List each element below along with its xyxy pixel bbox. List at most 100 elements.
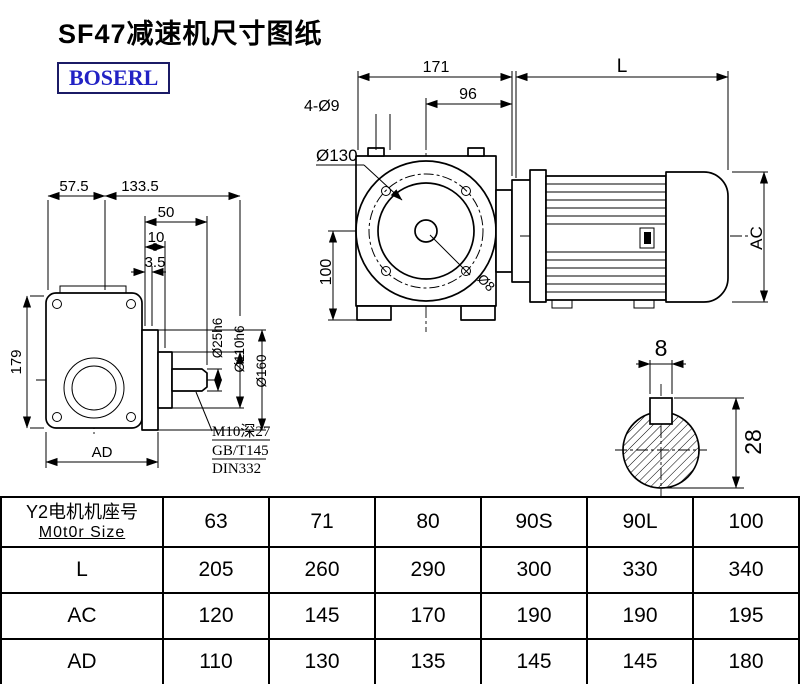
housing-top-step (59, 285, 127, 294)
dim-shaft-diameter: Ø25h6 (210, 318, 225, 359)
boserl-logo: BOSERL (57, 62, 171, 94)
table-cell: 205 (162, 546, 270, 594)
bolt-hole (381, 186, 391, 196)
motor-foot (633, 299, 655, 309)
extension-lines (47, 200, 241, 316)
dim-10: 10 (148, 229, 165, 246)
table-header-row: Y2电机机座号 M0t0r Size 63 71 80 90S 90L 100 (0, 496, 800, 548)
column-header-80: 80 (374, 496, 482, 548)
spigot-circle (377, 182, 475, 280)
shaft-section: 8 28 (615, 335, 766, 496)
flange-tab (467, 147, 485, 157)
mounting-foot (460, 305, 496, 321)
dim-100: 100 (318, 259, 335, 286)
adapter-bell (511, 179, 533, 283)
dim-key-height: 28 (740, 429, 766, 455)
table-cell: 300 (480, 546, 588, 594)
motor-size-label-en: M0t0r Size (38, 524, 126, 541)
leader-line (195, 391, 213, 432)
dim-57-5: 57.5 (59, 178, 88, 195)
table-cell: 195 (692, 592, 800, 640)
bolt-circle (368, 173, 484, 289)
housing-screw (52, 412, 62, 422)
table-cell: 145 (268, 592, 376, 640)
dim-flange-diameter: Ø160 (254, 354, 269, 387)
table-cell: 120 (162, 592, 270, 640)
thread-note: M10深27 (212, 423, 271, 440)
adapter-ring (495, 189, 513, 273)
housing-screw (126, 299, 136, 309)
dim-171: 171 (423, 59, 450, 76)
dim-hub-diameter: Ø110h6 (232, 325, 247, 372)
table-cell: 340 (692, 546, 800, 594)
nameplate-mark (644, 232, 651, 244)
dim-L: L (617, 56, 628, 77)
leader-line (429, 234, 471, 276)
table-row-L: L 205 260 290 300 330 340 (0, 546, 800, 594)
gearbox-housing (45, 292, 143, 429)
table-cell: 260 (268, 546, 376, 594)
motor-foot (551, 299, 573, 309)
dim-3-5: 3.5 (145, 254, 166, 271)
extension-lines (30, 295, 44, 429)
housing-screw (52, 299, 62, 309)
leader-line (363, 164, 403, 201)
table-cell: 170 (374, 592, 482, 640)
technical-drawing: 57.5 133.5 50 10 3.5 179 AD Ø25h6 (8, 56, 769, 496)
holes-note: 4-Ø9 (304, 98, 340, 115)
table-cell: 110 (162, 638, 270, 684)
row-label-AC: AC (0, 592, 164, 640)
front-view: 171 96 4-Ø9 Ø130 100 Ø8 (304, 59, 533, 332)
standard-gb: GB/T145 (212, 443, 269, 459)
shaft-hole (414, 219, 438, 243)
motor-flange-disc (529, 169, 547, 303)
column-header-90L: 90L (586, 496, 694, 548)
side-view: 57.5 133.5 50 10 3.5 179 AD Ø25h6 (8, 178, 271, 477)
output-hub (157, 351, 173, 409)
extension-lines (515, 71, 729, 178)
dimension-table: Y2电机机座号 M0t0r Size 63 71 80 90S 90L 100 … (0, 496, 800, 684)
mounting-foot (356, 305, 392, 321)
output-shaft (171, 368, 208, 392)
page-title: SF47减速机尺寸图纸 (58, 19, 323, 49)
table-cell: 190 (480, 592, 588, 640)
table-cell: 190 (586, 592, 694, 640)
housing-bore-inner (71, 365, 117, 411)
housing-screw (126, 412, 136, 422)
table-cell: 130 (268, 638, 376, 684)
dim-key-width: 8 (655, 335, 668, 361)
dim-AC: AC (747, 226, 766, 250)
table-row-AC: AC 120 145 170 190 190 195 (0, 592, 800, 640)
cooling-fins (546, 183, 666, 293)
row-label-AD: AD (0, 638, 164, 684)
column-header-71: 71 (268, 496, 376, 548)
housing-bore-outer (63, 357, 125, 419)
table-cell: 180 (692, 638, 800, 684)
dim-96: 96 (459, 86, 477, 103)
fan-cowl (665, 171, 729, 303)
row-label-L: L (0, 546, 164, 594)
table-row-AD: AD 110 130 135 145 145 180 (0, 638, 800, 684)
motor-size-label-cn: Y2电机机座号 (25, 502, 139, 522)
bolt-hole (461, 266, 471, 276)
bolt-hole (461, 186, 471, 196)
column-header-63: 63 (162, 496, 270, 548)
column-header-100: 100 (692, 496, 800, 548)
column-header-90S: 90S (480, 496, 588, 548)
dim-179: 179 (8, 349, 25, 374)
standard-din: DIN332 (212, 461, 261, 477)
dim-50: 50 (158, 204, 175, 221)
table-cell: 290 (374, 546, 482, 594)
table-cell: 135 (374, 638, 482, 684)
bolt-hole (381, 266, 391, 276)
dim-133-5: 133.5 (121, 178, 159, 195)
table-cell: 145 (480, 638, 588, 684)
dim-AD: AD (92, 444, 113, 461)
key (649, 397, 673, 425)
motor-view: L AC (515, 56, 769, 309)
leader-lines (375, 114, 391, 150)
table-cell: 145 (586, 638, 694, 684)
logo-text: BOSERL (69, 65, 159, 90)
extension-lines (172, 351, 244, 409)
